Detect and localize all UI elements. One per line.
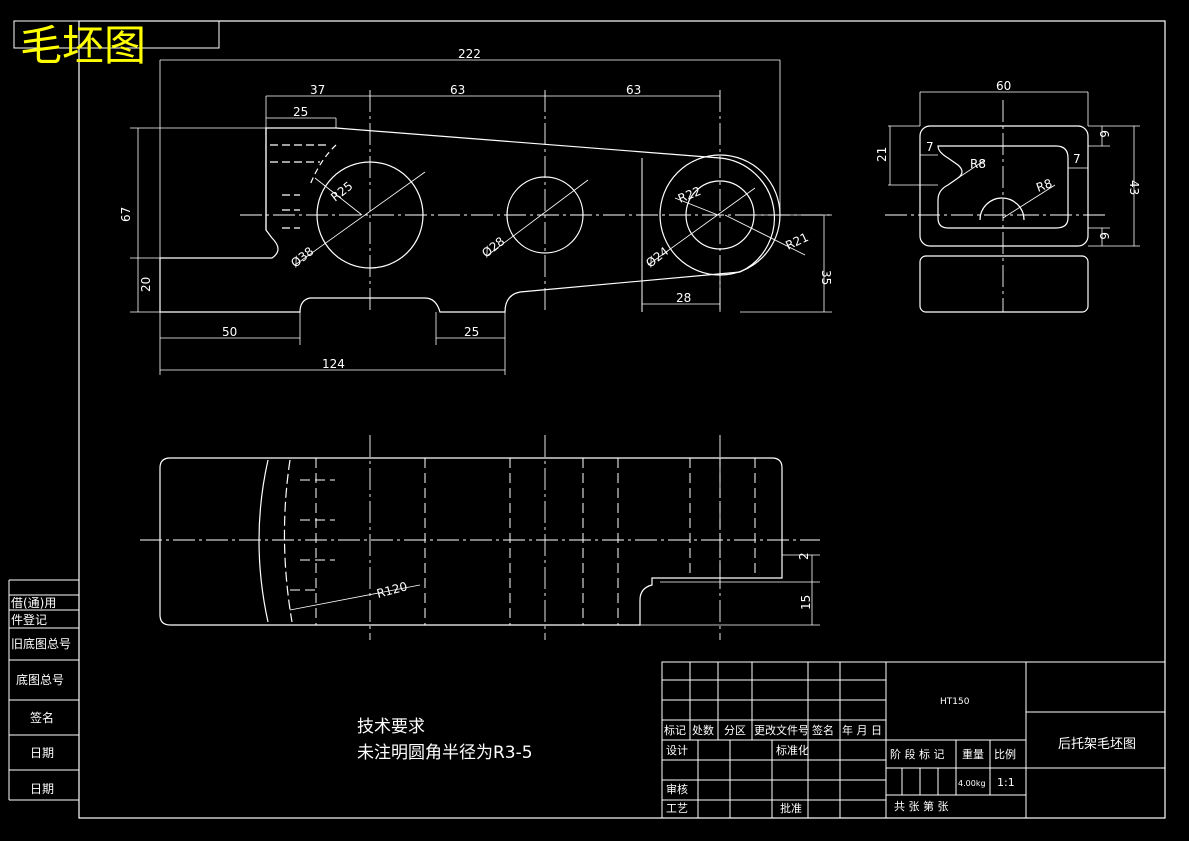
strip-item-1: 件登记 [11,612,47,627]
role-process: 工艺 [666,802,688,815]
dim-63a: 63 [450,83,465,97]
side-outline-lower [919,255,1089,313]
label-r21: R21 [783,230,810,253]
front-outline [159,127,775,313]
rev-header-0: 标记 [664,723,686,737]
dim-43: 43 [1127,180,1141,195]
left-strip-text: 借(通)用 件登记 旧底图总号 底图总号 签名 日期 日期 [11,596,71,796]
label-r25: R25 [328,179,355,205]
scale-value: 1:1 [997,776,1015,789]
strip-item-4: 签名 [30,710,54,725]
strip-item-3: 底图总号 [16,672,64,687]
tech-heading: 技术要求 [357,717,425,737]
label-r8b: R8 [1034,176,1054,195]
label-phi28: Ø28 [479,234,507,260]
drawing-title: 毛坯图 [20,21,146,70]
dim-25-top: 25 [293,105,308,119]
top-r120-arc [258,459,269,623]
dim-28: 28 [676,291,691,305]
label-phi38: Ø38 [288,244,316,270]
role-design: 设计 [666,744,688,757]
weight-value: 4.00kg [958,779,986,788]
top-view [140,435,820,640]
side-view [885,91,1140,313]
front-dashed-curve [309,144,337,186]
dim-63b: 63 [626,83,641,97]
weight-header: 重量 [962,747,984,761]
front-dashed-left [270,144,330,229]
side-dims: 60 21 7 R8 7 6 43 R8 6 [875,79,1141,240]
rev-header-5: 年 月 日 [842,723,882,737]
title-block [661,661,1166,819]
role-review: 审核 [666,782,688,796]
strip-item-2: 旧底图总号 [11,636,71,651]
side-arc [979,197,1025,221]
dim-25-bottom: 25 [464,325,479,339]
sheet-text: 共 张 第 张 [894,799,949,813]
dim-67: 67 [119,207,133,222]
top-inner-arc [283,459,293,623]
front-view [130,59,832,375]
dim-21: 21 [875,147,889,162]
rev-header-1: 处数 [692,724,714,737]
tech-note: 未注明圆角半径为R3-5 [357,743,533,763]
label-r8a: R8 [970,157,986,171]
side-outline-upper [919,125,1089,247]
dim-37: 37 [310,83,325,97]
dim-50: 50 [222,325,237,339]
material: HT150 [940,697,970,707]
side-inner-slot [937,145,1069,229]
dim-124: 124 [322,357,345,371]
top-dims: R120 2 15 [375,552,813,610]
rev-header-2: 分区 [724,724,746,737]
approval-standard: 标准化 [776,743,809,757]
title-box [13,20,220,49]
title-block-text: HT150 后托架毛坯图 标记 处数 分区 更改文件号 签名 年 月 日 设计 … [664,697,1136,815]
dim-2: 2 [797,552,811,560]
scale-header: 比例 [994,747,1016,761]
dim-6a: 6 [1097,130,1111,138]
dim-60: 60 [996,79,1011,93]
label-r22: R22 [676,184,703,206]
drawing-border [78,20,1166,819]
rev-header-3: 更改文件号 [754,723,809,737]
strip-item-0: 借(通)用 [11,596,56,610]
label-r120: R120 [375,579,409,601]
approval-approve: 批准 [780,801,802,815]
dim-7a: 7 [926,140,934,154]
left-strip [8,579,79,801]
dim-20: 20 [139,277,153,292]
drawing-name: 后托架毛坯图 [1058,737,1136,752]
dim-15: 15 [799,595,813,610]
strip-item-5: 日期 [30,746,54,760]
dim-7b: 7 [1073,152,1081,166]
dim-6b: 6 [1097,232,1111,240]
strip-item-6: 日期 [30,782,54,796]
top-outline [159,457,783,626]
rev-header-4: 签名 [812,723,834,737]
label-phi24: Ø24 [643,244,671,270]
dim-222: 222 [458,47,481,61]
stage-header: 阶 段 标 记 [890,747,945,761]
dim-35: 35 [819,270,833,285]
